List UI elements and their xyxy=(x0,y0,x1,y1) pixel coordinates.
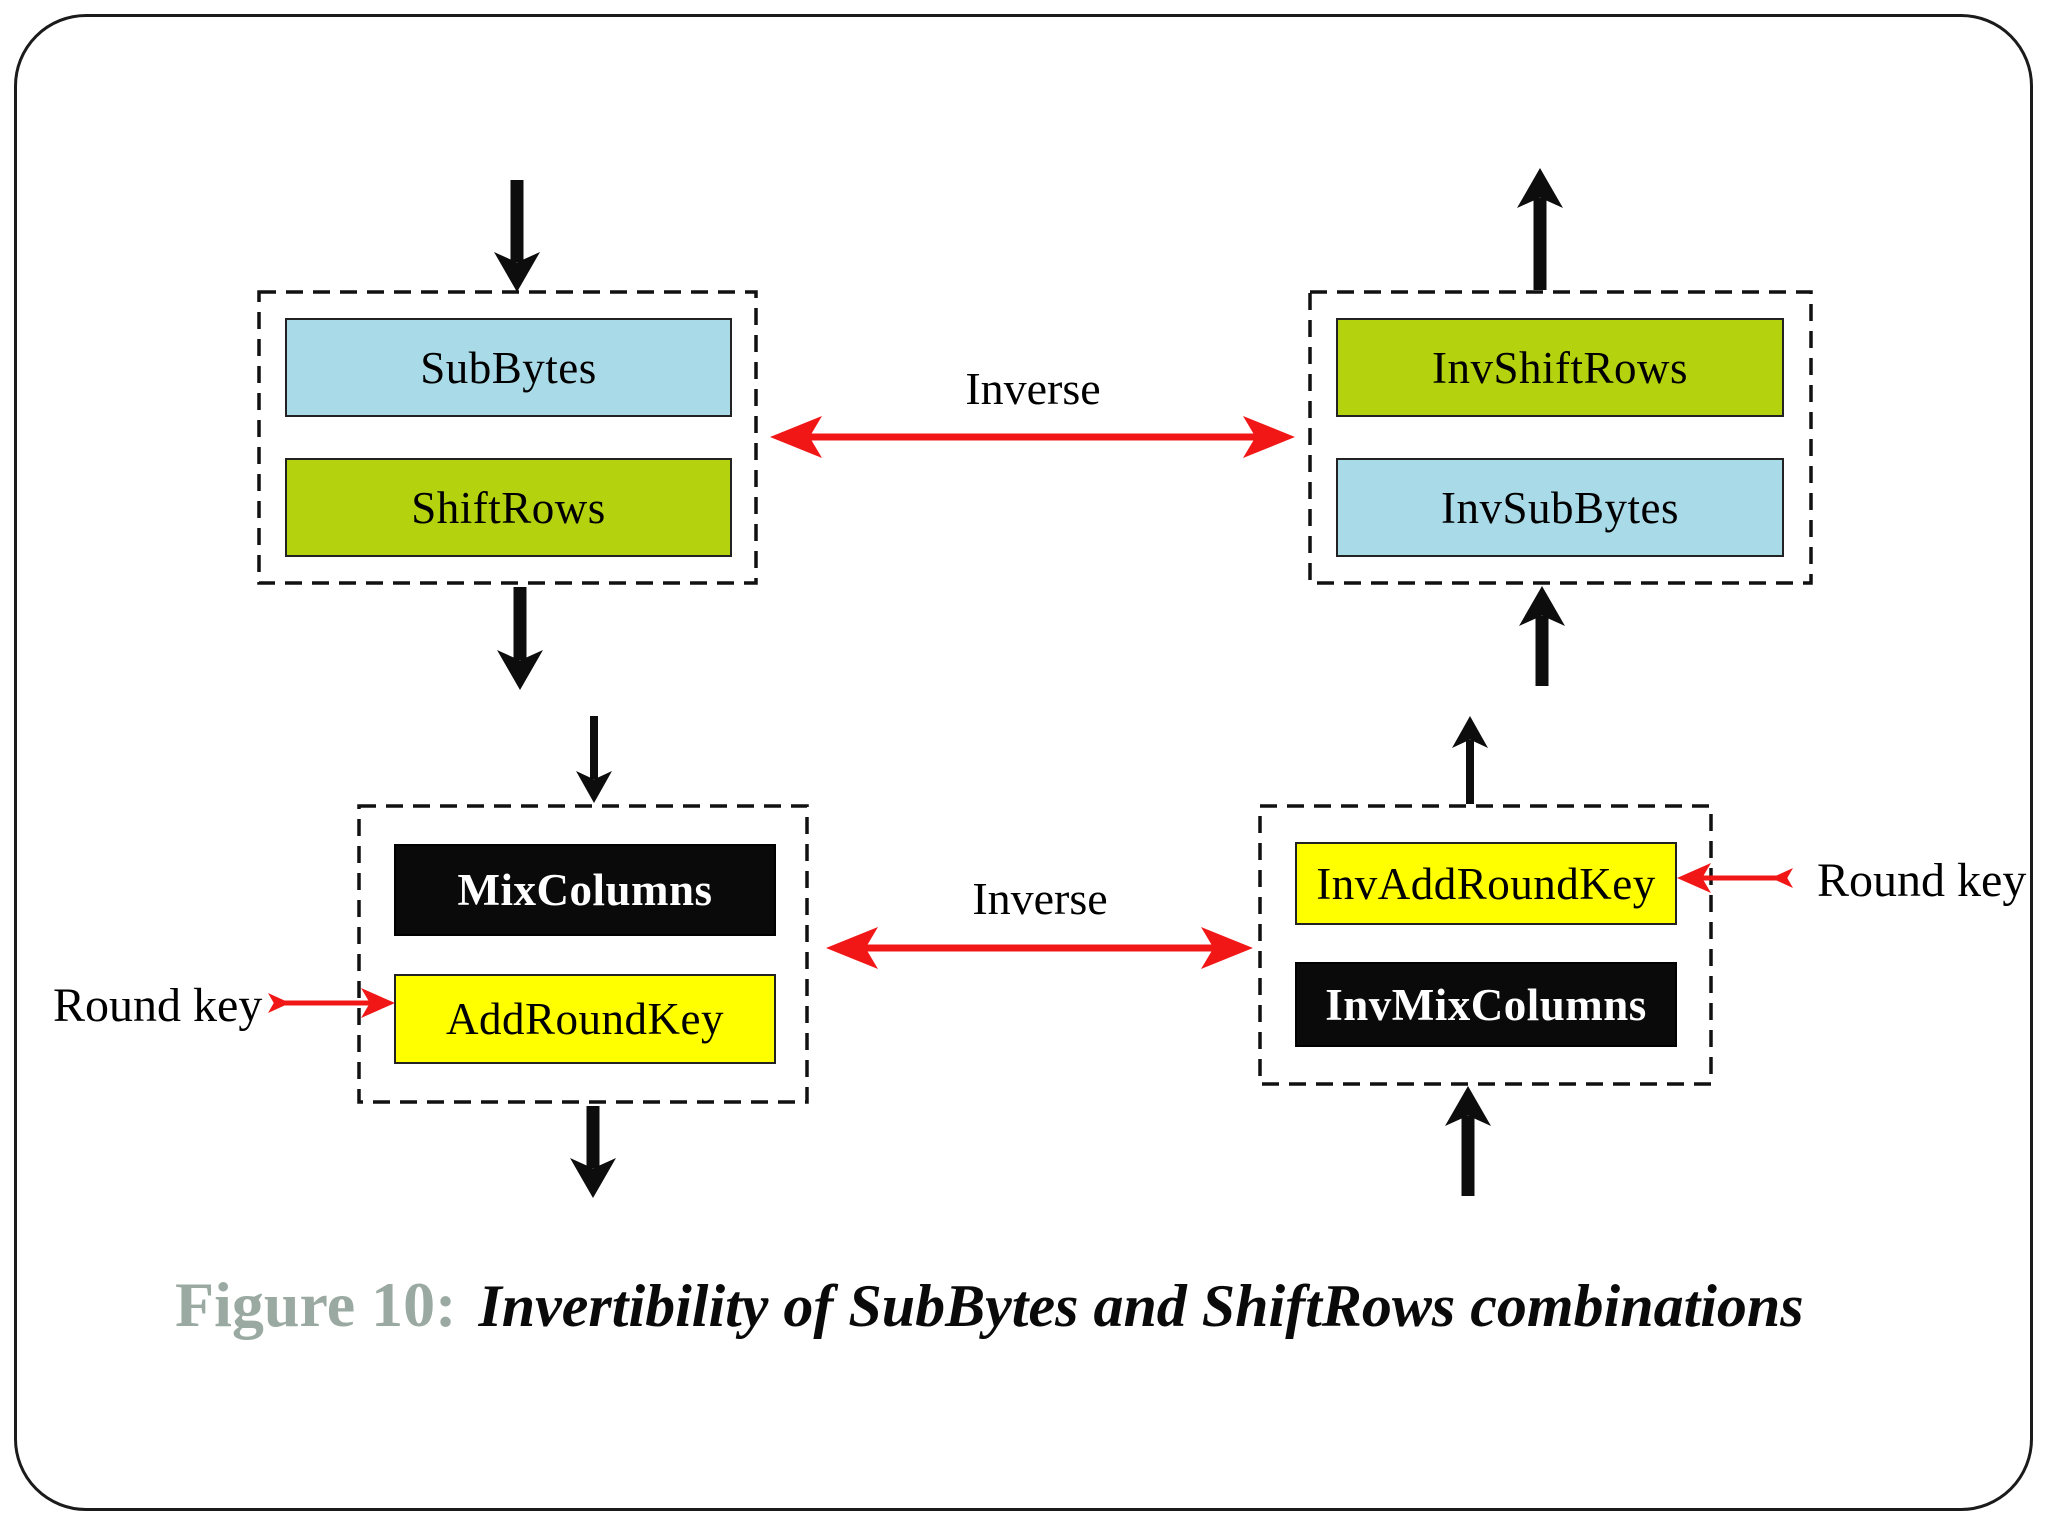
subbytes-box: SubBytes xyxy=(285,318,732,417)
decrypt-mixing-group-box xyxy=(1258,804,1713,1086)
up-arrow-from-invaddroundkey-icon xyxy=(1452,716,1488,804)
shiftrows-box: ShiftRows xyxy=(285,458,732,557)
round-key-label-left: Round key xyxy=(53,979,263,1032)
down-arrow-into-mixcolumns-icon xyxy=(576,716,612,803)
invsubbytes-box: InvSubBytes xyxy=(1336,458,1784,557)
figure-caption-number: Figure 10: xyxy=(175,1269,457,1340)
invmixcolumns-box: InvMixColumns xyxy=(1295,962,1677,1047)
addroundkey-box: AddRoundKey xyxy=(394,974,776,1064)
figure-caption-title: Invertibility of SubBytes and ShiftRows … xyxy=(478,1273,1804,1339)
shiftrows-label: ShiftRows xyxy=(411,482,606,533)
up-arrow-into-invmixcolumns-icon xyxy=(1445,1086,1491,1196)
inverse-arrow-bottom-icon xyxy=(826,927,1253,969)
up-arrow-into-invsubbytes-icon xyxy=(1519,586,1565,686)
mixcolumns-box: MixColumns xyxy=(394,844,776,936)
subbytes-label: SubBytes xyxy=(420,342,597,393)
inverse-label-top: Inverse xyxy=(965,363,1101,414)
figure-caption: Figure 10: Invertibility of SubBytes and … xyxy=(175,1268,1804,1342)
invaddroundkey-label: InvAddRoundKey xyxy=(1316,858,1656,909)
round-key-arrow-left-icon xyxy=(268,988,395,1018)
slide-frame xyxy=(14,14,2033,1511)
invaddroundkey-box: InvAddRoundKey xyxy=(1295,842,1677,925)
encrypt-mixing-group-box xyxy=(357,804,809,1104)
inverse-arrow-top-icon xyxy=(770,416,1295,458)
inverse-label-bottom: Inverse xyxy=(972,873,1108,924)
invsubbytes-label: InvSubBytes xyxy=(1440,482,1679,533)
round-key-arrow-right-icon xyxy=(1677,863,1793,893)
invshiftrows-label: InvShiftRows xyxy=(1431,342,1689,393)
decrypt-substitution-group-box xyxy=(1308,290,1813,585)
up-arrow-from-invshiftrows-icon xyxy=(1517,168,1563,290)
down-arrow-into-subbytes-icon xyxy=(494,180,540,292)
down-arrow-from-addroundkey-icon xyxy=(570,1106,616,1198)
round-key-label-right: Round key xyxy=(1817,854,2027,907)
invmixcolumns-label: InvMixColumns xyxy=(1325,979,1647,1030)
invshiftrows-box: InvShiftRows xyxy=(1336,318,1784,417)
mixcolumns-label: MixColumns xyxy=(457,865,713,915)
addroundkey-label: AddRoundKey xyxy=(446,994,724,1044)
down-arrow-from-shiftrows-icon xyxy=(497,587,543,690)
encrypt-substitution-group-box xyxy=(257,290,758,585)
